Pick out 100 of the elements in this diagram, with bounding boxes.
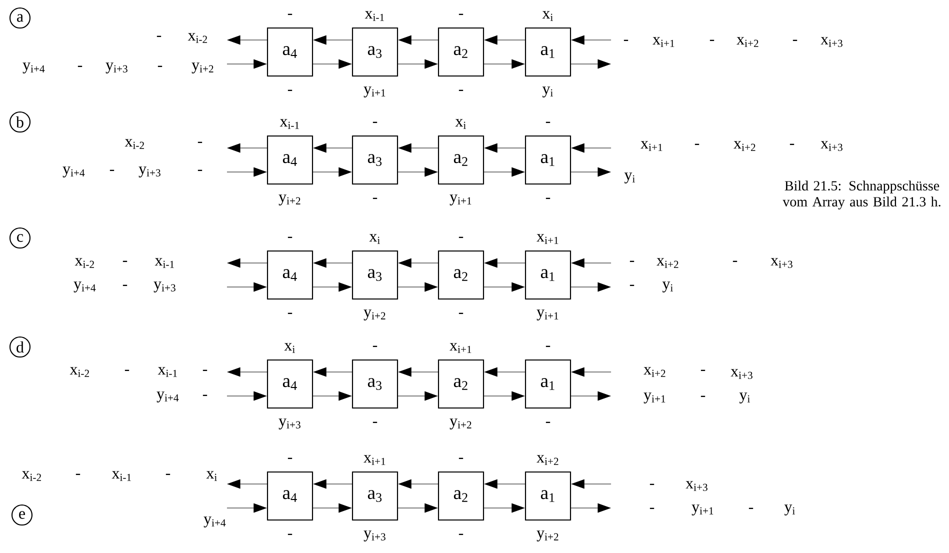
process-box: a$_{3}$ — [352, 27, 398, 77]
cell-label: x$_{i}$ — [542, 11, 553, 21]
stream-label: y$_{i+4}$ — [156, 392, 179, 402]
cell-label: - — [288, 458, 292, 459]
stream-label: - — [732, 260, 738, 262]
stream-label: - — [166, 474, 170, 475]
cell-label: - — [288, 534, 292, 536]
stream-label: x$_{i+3}$ — [820, 141, 842, 151]
cell-label: - — [546, 198, 550, 199]
process-box: a$_{4}$ — [266, 359, 314, 409]
cell-label: x$_{i+1}$ — [450, 343, 472, 353]
stream-label: - — [124, 370, 130, 371]
stream-label: x$_{i-2}$ — [70, 367, 89, 377]
row-letter: e — [11, 504, 33, 526]
stream-label: - — [122, 284, 128, 286]
stream-label: y$_{i}$ — [739, 392, 750, 404]
cell-label: - — [546, 346, 550, 347]
row-letter: c — [9, 227, 31, 249]
stream-label: y$_{i+4}$ — [74, 282, 96, 292]
process-box: a$_{1}$ — [524, 27, 572, 77]
stream-label: - — [202, 394, 208, 396]
stream-label: x$_{i-2}$ — [188, 33, 207, 43]
process-box: a$_{1}$ — [524, 250, 572, 300]
process-box: a$_{1}$ — [524, 135, 572, 185]
cell-label: - — [458, 14, 464, 15]
stream-label: - — [792, 40, 798, 41]
stream-label: - — [158, 66, 162, 67]
cell-label: - — [458, 90, 464, 91]
process-box: a$_{2}$ — [438, 250, 484, 300]
stream-label: x$_{i+3}$ — [820, 37, 842, 47]
cell-label: y$_{i+1}$ — [450, 194, 472, 206]
cell-label: - — [288, 14, 292, 15]
stream-label: y$_{i+4}$ — [204, 516, 226, 528]
stream-label: x$_{i-1}$ — [112, 471, 131, 481]
cell-label: y$_{i+3}$ — [278, 418, 300, 430]
stream-label: y$_{i+4}$ — [62, 166, 85, 178]
process-box: a$_{2}$ — [438, 471, 484, 521]
stream-label: - — [710, 40, 714, 41]
cell-label: - — [546, 422, 550, 423]
cell-label: x$_{i-1}$ — [280, 119, 299, 129]
stream-label: y$_{i}$ — [662, 282, 673, 292]
stream-label: y$_{i}$ — [784, 504, 795, 516]
process-box: a$_{3}$ — [352, 471, 398, 521]
process-box: a$_{1}$ — [524, 471, 572, 521]
process-box: a$_{3}$ — [352, 359, 398, 409]
stream-label: x$_{i+1}$ — [652, 37, 674, 47]
process-box: a$_{4}$ — [266, 471, 314, 521]
stream-label: - — [700, 396, 706, 397]
stream-label: x$_{i-2}$ — [22, 471, 41, 481]
cell-label: x$_{i+1}$ — [536, 234, 558, 244]
cell-label: - — [546, 122, 550, 123]
stream-label: - — [78, 66, 82, 67]
row-letter: d — [9, 336, 31, 358]
stream-label: x$_{i-1}$ — [158, 367, 177, 377]
cell-label: - — [372, 122, 378, 123]
cell-label: y$_{i+2}$ — [278, 194, 300, 206]
cell-label: - — [372, 422, 378, 423]
process-box: a$_{4}$ — [266, 250, 314, 300]
row-letter: b — [9, 111, 31, 133]
stream-label: x$_{i+3}$ — [770, 258, 792, 268]
stream-label: - — [694, 144, 700, 145]
cell-label: x$_{i}$ — [284, 343, 295, 353]
stream-label: - — [650, 508, 654, 509]
stream-label: x$_{i-2}$ — [74, 258, 94, 268]
stream-label: - — [700, 370, 706, 371]
cell-label: - — [372, 198, 378, 199]
stream-label: - — [748, 508, 754, 509]
stream-label: x$_{i+3}$ — [686, 481, 708, 491]
stream-label: x$_{i-1}$ — [154, 258, 174, 268]
stream-label: x$_{i}$ — [206, 471, 217, 481]
stream-label: y$_{i+4}$ — [22, 62, 45, 74]
stream-label: - — [156, 36, 162, 37]
cell-label: y$_{i+2}$ — [536, 530, 558, 542]
cell-label: x$_{i}$ — [455, 119, 466, 129]
stream-label: x$_{i+2}$ — [644, 367, 666, 377]
process-box: a$_{2}$ — [438, 359, 484, 409]
stream-label: - — [198, 142, 202, 143]
cell-label: y$_{i+3}$ — [364, 530, 386, 542]
cell-label: y$_{i+1}$ — [536, 310, 558, 320]
caption: Bild 21.5: Schnappschüsse vom Array aus Bild 21.3 h. — [782, 180, 940, 210]
process-box: a$_{2}$ — [438, 135, 484, 185]
cell-label: - — [288, 90, 292, 91]
stream-label: - — [624, 40, 628, 41]
process-box: a$_{2}$ — [438, 27, 484, 77]
process-box: a$_{1}$ — [524, 359, 572, 409]
cell-label: - — [458, 236, 464, 238]
cell-label: - — [458, 458, 464, 459]
stream-label: - — [110, 170, 114, 171]
process-box: a$_{3}$ — [352, 250, 398, 300]
cell-label: x$_{i-1}$ — [364, 11, 384, 21]
process-box: a$_{4}$ — [266, 27, 314, 77]
stream-label: x$_{i+3}$ — [730, 369, 752, 379]
stream-label: y$_{i+3}$ — [138, 166, 160, 178]
stream-label: y$_{i+1}$ — [692, 504, 714, 516]
stream-label: y$_{i+1}$ — [644, 392, 666, 404]
cell-label: x$_{i+2}$ — [536, 455, 558, 465]
stream-label: - — [202, 370, 208, 371]
stream-label: x$_{i+2}$ — [656, 258, 678, 268]
stream-label: - — [76, 474, 80, 475]
stream-label: y$_{i+3}$ — [154, 282, 176, 292]
